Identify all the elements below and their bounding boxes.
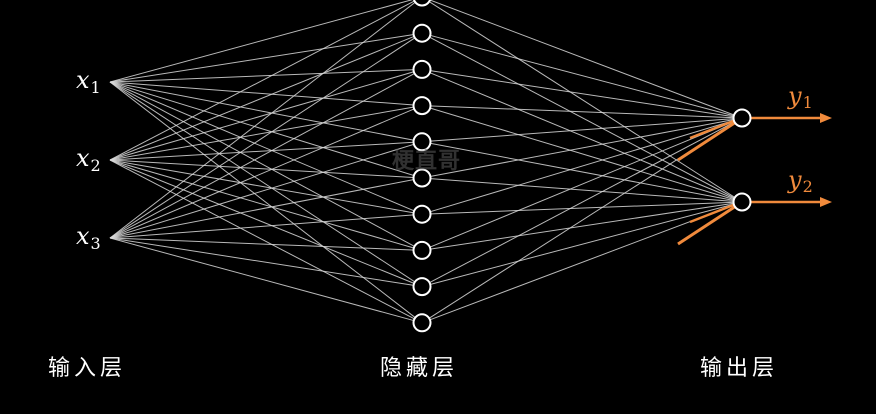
edge-input-hidden (109, 141, 423, 239)
output-subscript: 1 (803, 93, 813, 112)
edge-hidden-output (421, 105, 743, 203)
edge-input-hidden (109, 105, 423, 239)
edge-input-hidden (109, 81, 423, 324)
hidden-node (412, 204, 432, 224)
edge-input-hidden (109, 237, 423, 324)
edge-hidden-output (421, 117, 743, 251)
edge-hidden-output (421, 68, 743, 203)
edge-hidden-output (421, 201, 743, 251)
edge-input-hidden (109, 159, 423, 324)
output-input-highlight (677, 204, 737, 246)
output-input-highlight (689, 202, 737, 224)
edge-input-hidden (109, 81, 423, 107)
input-subscript: 3 (91, 234, 101, 253)
edge-input-hidden (109, 159, 423, 288)
edge-input-hidden (109, 213, 423, 239)
edge-input-hidden (109, 32, 423, 83)
output-arrow-head (820, 113, 832, 123)
edge-hidden-output (421, 117, 743, 143)
input-subscript: 1 (91, 78, 101, 97)
edge-hidden-output (421, 117, 743, 215)
edge-hidden-output (421, 32, 743, 203)
input-label-x2: x2 (76, 144, 101, 175)
edge-input-hidden (109, 237, 423, 288)
edge-hidden-output (421, 68, 743, 119)
edge-hidden-output (421, 177, 743, 203)
edge-input-hidden (109, 237, 423, 251)
edge-input-hidden (109, 159, 423, 215)
output-arrow-head (820, 197, 832, 207)
hidden-node (412, 168, 432, 188)
edge-input-hidden (109, 68, 423, 239)
output-node (732, 192, 752, 212)
hidden-node (412, 313, 432, 333)
hidden-node (412, 277, 432, 297)
edge-input-hidden (109, 141, 423, 161)
output-input-highlight (677, 120, 737, 162)
edge-hidden-output (421, 117, 743, 288)
edge-input-hidden (109, 81, 423, 215)
edge-input-hidden (109, 68, 423, 161)
watermark: 梗直哥 (392, 149, 462, 174)
edge-hidden-output (421, 201, 743, 288)
edge-input-hidden (109, 0, 418, 161)
edge-hidden-output (421, 201, 743, 215)
input-label-x1: x1 (76, 66, 101, 97)
hidden-node (412, 23, 432, 43)
edge-input-hidden (109, 32, 423, 239)
input-subscript: 2 (91, 156, 101, 175)
edge-input-hidden (109, 81, 423, 251)
edge-input-hidden (109, 177, 423, 239)
edge-hidden-output (421, 141, 743, 203)
edge-hidden-output (425, 0, 743, 203)
edge-input-hidden (109, 68, 423, 83)
edge-hidden-output (421, 105, 743, 119)
output-label-y1: y1 (787, 82, 813, 112)
edge-input-hidden (109, 105, 423, 161)
input-label-x3: x3 (76, 222, 101, 253)
output-input-highlight (689, 118, 737, 140)
hidden-node (412, 96, 432, 116)
input-layer-label: 输入层 (48, 356, 127, 381)
output-label-y2: y2 (787, 166, 813, 196)
hidden-layer-label: 隐藏层 (380, 356, 459, 381)
edge-input-hidden (109, 159, 423, 179)
edge-input-hidden (109, 81, 423, 143)
hidden-node (412, 240, 432, 260)
hidden-node (412, 0, 432, 7)
edge-input-hidden (109, 81, 423, 288)
edge-input-hidden (109, 81, 423, 179)
edge-input-hidden (109, 159, 423, 251)
edge-hidden-output (428, 0, 743, 119)
edge-input-hidden (109, 32, 423, 161)
edge-input-hidden (109, 0, 419, 239)
edge-hidden-output (421, 201, 743, 324)
hidden-node (412, 59, 432, 79)
hidden-node (412, 132, 432, 152)
output-node (732, 108, 752, 128)
output-subscript: 2 (803, 177, 813, 196)
edge-hidden-output (421, 117, 743, 179)
edge-hidden-output (421, 32, 743, 119)
output-layer-label: 输出层 (700, 356, 779, 381)
edge-input-hidden (109, 0, 413, 83)
